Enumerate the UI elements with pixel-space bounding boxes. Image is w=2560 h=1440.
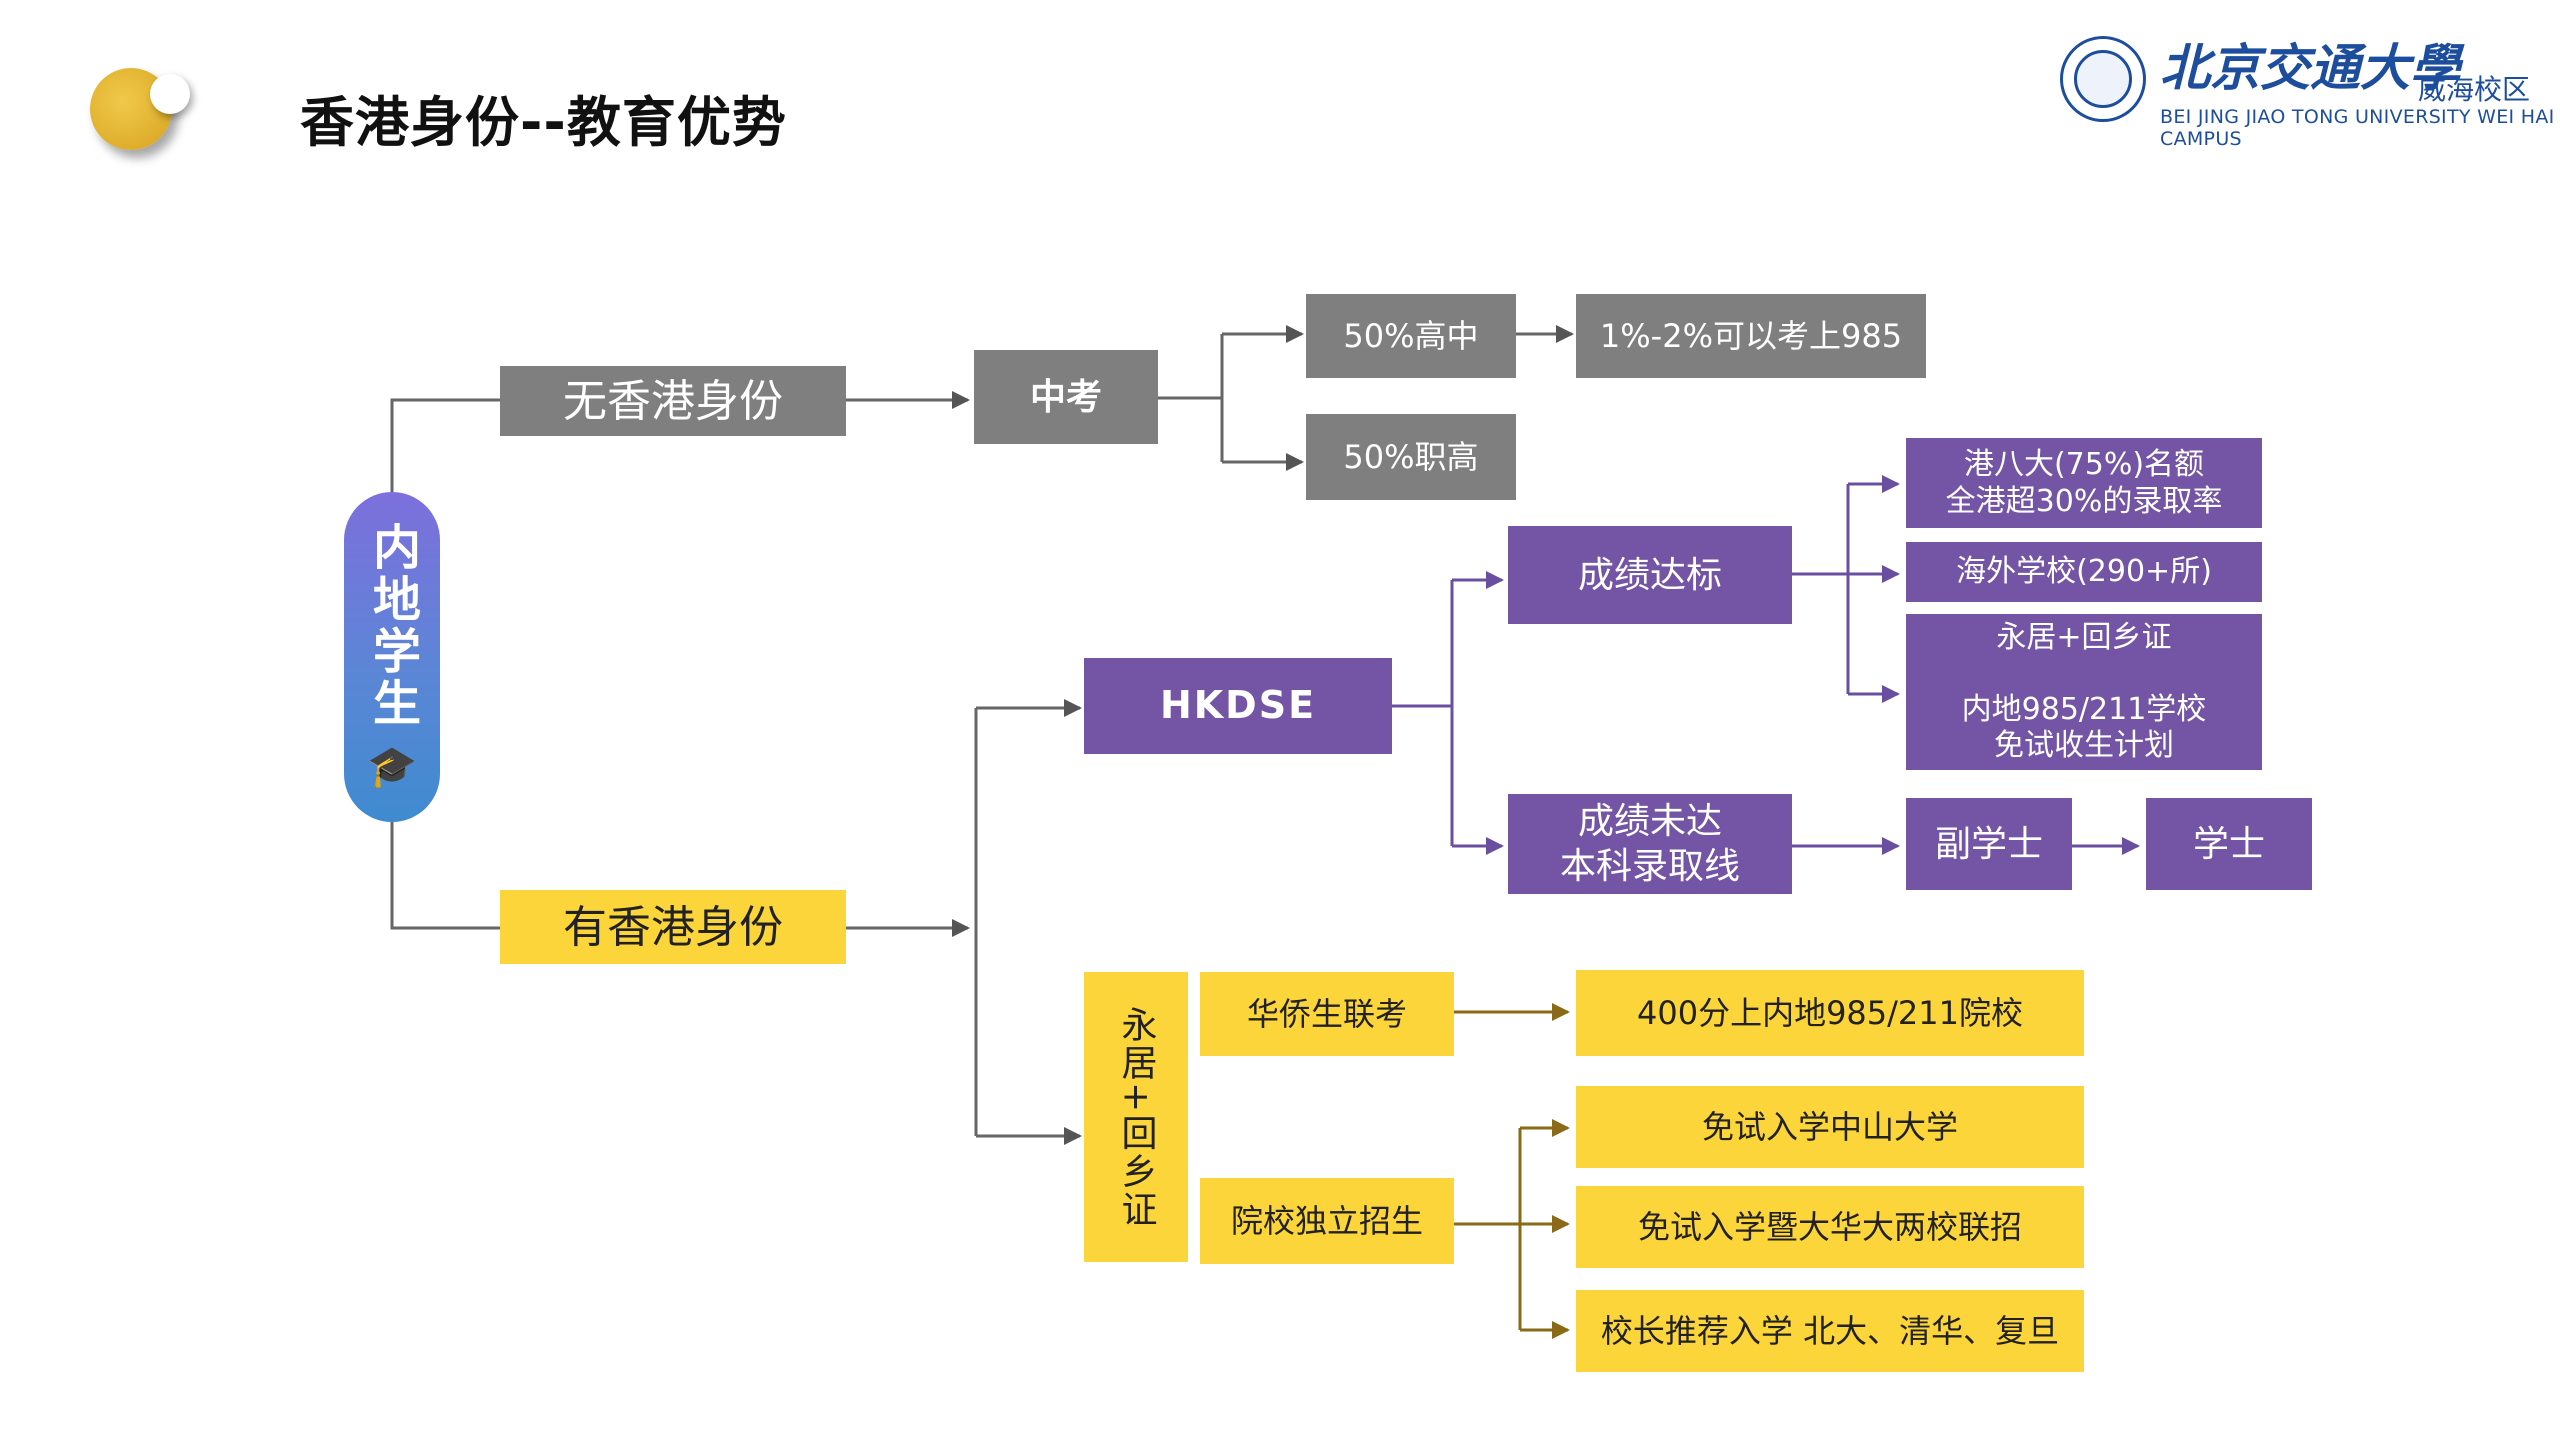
node-sysu-exemption: 免试入学中山大学 [1576, 1086, 2084, 1168]
node-985-outcome: 1%-2%可以考上985 [1576, 294, 1926, 378]
node-permanent-residency: 永居+回乡证 [1084, 972, 1188, 1262]
node-jnu-hqu-joint: 免试入学暨大华大两校联招 [1576, 1186, 2084, 1268]
node-independent-admission: 院校独立招生 [1200, 1178, 1454, 1264]
node-high-school: 50%高中 [1306, 294, 1516, 378]
node-zhongkao: 中考 [974, 350, 1158, 444]
graduation-cap-icon: 🎓 [367, 744, 417, 790]
node-hk-identity: 有香港身份 [500, 890, 846, 964]
node-mainland-exemption: 永居+回乡证 内地985/211学校 免试收生计划 [1906, 614, 2262, 770]
node-overseas-schools: 海外学校(290+所) [1906, 542, 2262, 602]
node-no-hk-identity: 无香港身份 [500, 366, 846, 436]
logo-english-name: BEI JING JIAO TONG UNIVERSITY WEI HAI CA… [2160, 106, 2555, 150]
decorative-gold-dot [90, 68, 190, 150]
node-score-fail: 成绩未达 本科录取线 [1508, 794, 1792, 894]
root-label: 内地学生 [364, 522, 420, 730]
node-hk-top8: 港八大(75%)名额 全港超30%的录取率 [1906, 438, 2262, 528]
node-associate-degree: 副学士 [1906, 798, 2072, 890]
node-hkdse: HKDSE [1084, 658, 1392, 754]
university-seal-inner [2074, 50, 2132, 108]
node-principal-recommendation: 校长推荐入学 北大、清华、复旦 [1576, 1290, 2084, 1372]
root-node-mainland-student: 内地学生 🎓 [344, 492, 440, 822]
permanent-residency-label: 永居+回乡证 [1115, 1005, 1157, 1229]
logo-campus: 威海校区 [2418, 73, 2531, 106]
node-400-points: 400分上内地985/211院校 [1576, 970, 2084, 1056]
node-overseas-chinese-exam: 华侨生联考 [1200, 972, 1454, 1056]
logo-chinese-name: 北京交通大學 [2160, 38, 2460, 97]
page-title: 香港身份--教育优势 [300, 91, 787, 154]
node-score-pass: 成绩达标 [1508, 526, 1792, 624]
node-vocational: 50%职高 [1306, 414, 1516, 500]
node-bachelor-degree: 学士 [2146, 798, 2312, 890]
